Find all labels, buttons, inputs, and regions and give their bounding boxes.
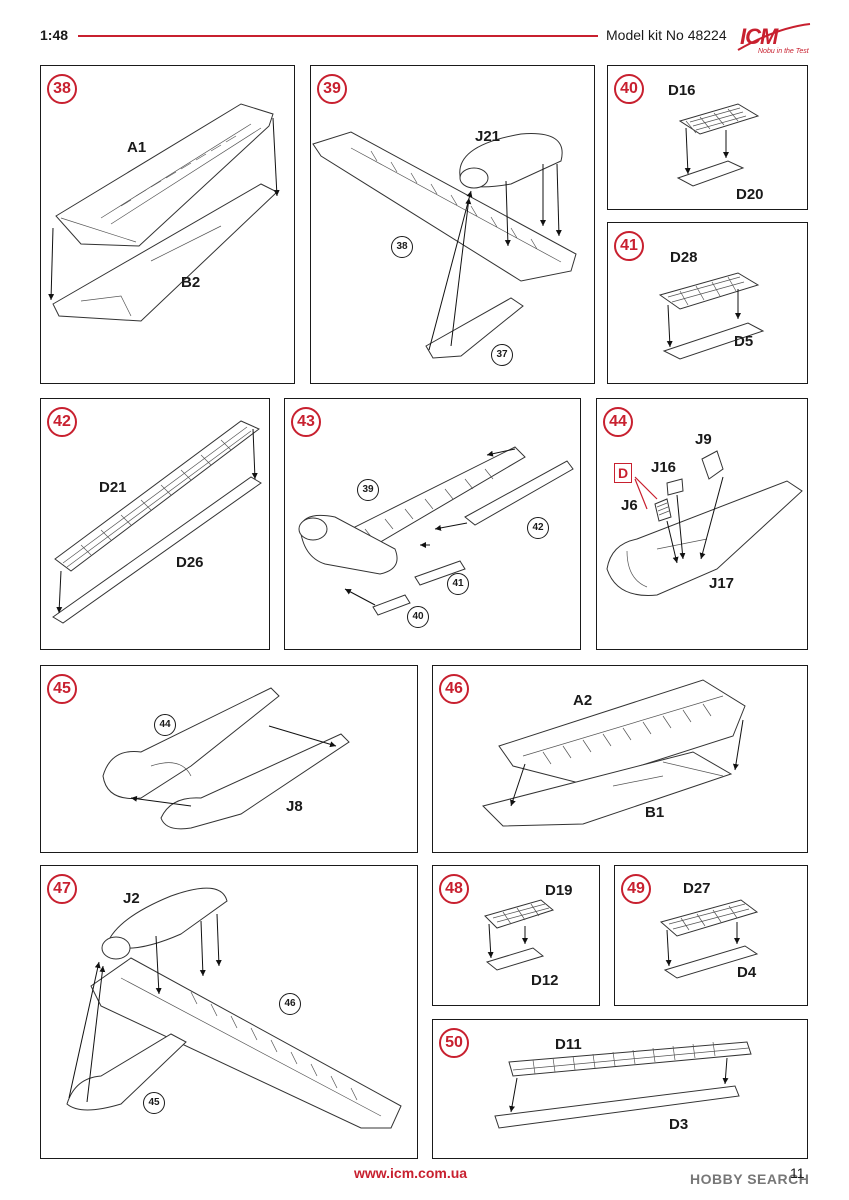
step-number: 43 — [291, 407, 321, 437]
part-label: J17 — [709, 575, 735, 592]
part-label: J2 — [123, 890, 140, 907]
step-49-drawing — [659, 899, 759, 979]
part-label: J16 — [651, 459, 677, 476]
step-ref: 41 — [447, 573, 469, 595]
page-number: 11 — [790, 1165, 805, 1181]
kit-number: Model kit No 48224 — [606, 27, 727, 43]
step-number: 50 — [439, 1028, 469, 1058]
part-label: D27 — [683, 880, 711, 897]
step-ref: 42 — [527, 517, 549, 539]
step-number: 39 — [317, 74, 347, 104]
step-number: 45 — [47, 674, 77, 704]
part-label: A2 — [573, 692, 593, 709]
part-label: D26 — [176, 554, 204, 571]
step-number: 40 — [614, 74, 644, 104]
step-number: 41 — [614, 231, 644, 261]
step-39-panel: 39 J21 38 37 — [310, 65, 595, 384]
step-number: 46 — [439, 674, 469, 704]
sprue-d-box: D — [614, 463, 632, 483]
part-label: D5 — [734, 333, 754, 350]
step-38-panel: 38 A1 B2 — [40, 65, 295, 384]
step-ref: 37 — [491, 344, 513, 366]
part-label: J8 — [286, 798, 303, 815]
step-40-panel: 40 D16 D20 — [607, 65, 808, 210]
step-42-panel: 42 D21 D26 — [40, 398, 270, 650]
step-45-drawing — [102, 687, 350, 830]
part-label: J9 — [695, 431, 712, 448]
step-48-drawing — [484, 899, 555, 971]
step-47-panel: 47 J2 46 45 — [40, 865, 418, 1159]
step-ref: 38 — [391, 236, 413, 258]
part-label: D28 — [670, 249, 698, 266]
logo-brand: ICM — [740, 24, 778, 49]
step-43-drawing — [298, 446, 574, 616]
part-label: D3 — [669, 1116, 689, 1133]
part-label: D11 — [555, 1036, 582, 1053]
step-number: 49 — [621, 874, 651, 904]
icm-logo: ICM Nobu in the Test — [736, 20, 812, 58]
part-label: D19 — [545, 882, 573, 899]
part-label: J6 — [621, 497, 638, 514]
step-number: 42 — [47, 407, 77, 437]
scale-label: 1:48 — [40, 27, 69, 43]
step-49-panel: 49 D27 D4 — [614, 865, 808, 1006]
part-label: B2 — [181, 274, 201, 291]
step-number: 48 — [439, 874, 469, 904]
step-41-drawing — [658, 272, 765, 360]
step-40-drawing — [676, 103, 760, 187]
step-46-drawing — [482, 679, 746, 827]
step-ref: 39 — [357, 479, 379, 501]
part-label: B1 — [645, 804, 665, 821]
part-label: D4 — [737, 964, 757, 981]
step-50-drawing — [494, 1041, 752, 1129]
step-47-drawing — [66, 887, 402, 1129]
step-number: 44 — [603, 407, 633, 437]
step-ref: 46 — [279, 993, 301, 1015]
step-44-drawing — [606, 450, 803, 596]
logo-tagline: Nobu in the Test — [758, 48, 809, 55]
part-label: D21 — [99, 479, 127, 496]
step-42-drawing — [52, 420, 262, 624]
step-ref: 44 — [154, 714, 176, 736]
part-label: A1 — [127, 139, 147, 156]
watermark: HOBBY SEARCH — [690, 1171, 810, 1187]
step-number: 38 — [47, 74, 77, 104]
step-ref: 45 — [143, 1092, 165, 1114]
step-44-panel: 44 J9 J16 J6 J17 D — [596, 398, 808, 650]
step-39-drawing — [312, 131, 577, 359]
step-48-panel: 48 D19 D12 — [432, 865, 600, 1006]
step-ref: 40 — [407, 606, 429, 628]
step-number: 47 — [47, 874, 77, 904]
step-46-panel: 46 A2 B1 — [432, 665, 808, 853]
step-50-panel: 50 D11 D3 — [432, 1019, 808, 1159]
part-label: J21 — [475, 128, 501, 145]
logo-swoosh-icon — [737, 23, 811, 51]
step-41-panel: 41 D28 D5 — [607, 222, 808, 384]
step-43-panel: 43 39 42 41 40 — [284, 398, 581, 650]
header-rule — [78, 35, 598, 37]
step-45-panel: 45 44 J8 — [40, 665, 418, 853]
footer-url: www.icm.com.ua — [354, 1165, 468, 1181]
step-38-drawing — [48, 103, 280, 322]
part-label: D12 — [531, 972, 559, 989]
part-label: D20 — [736, 186, 764, 203]
part-label: D16 — [668, 82, 696, 99]
